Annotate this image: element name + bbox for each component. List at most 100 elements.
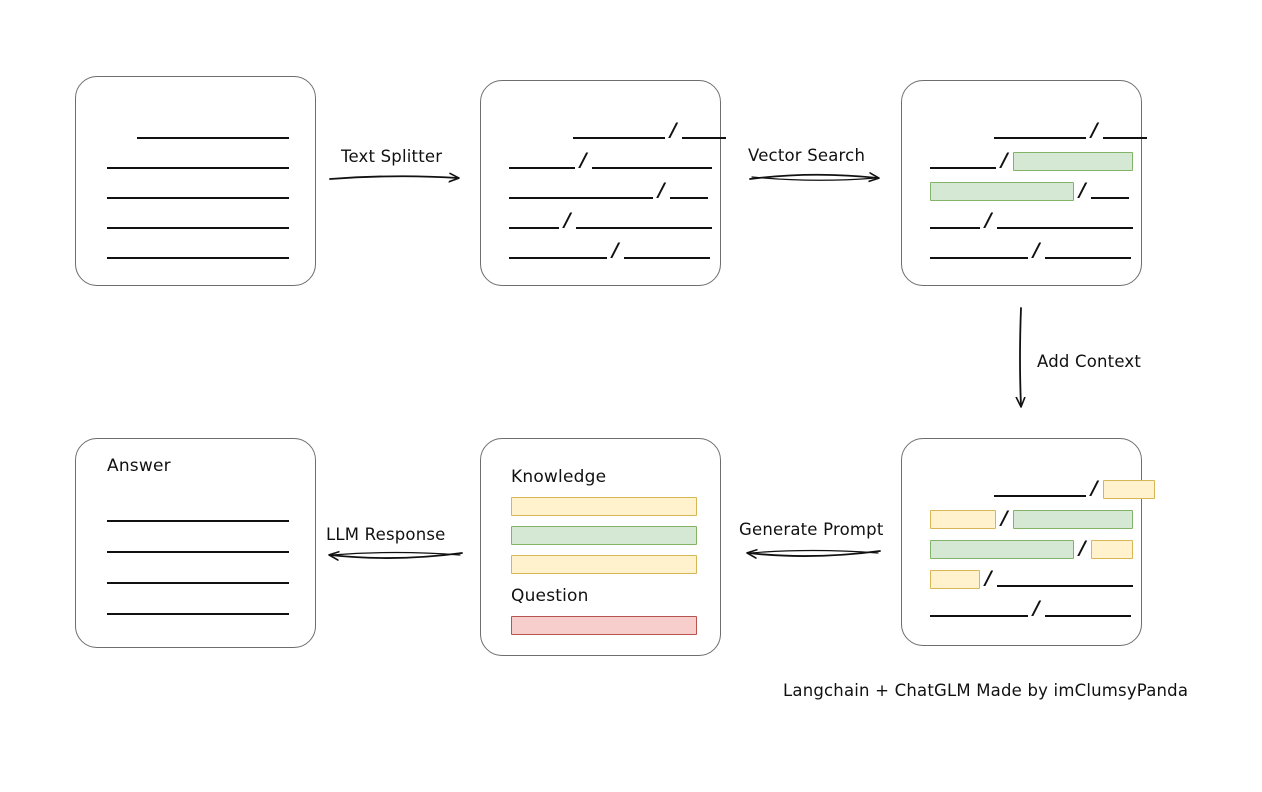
slash-separator: / bbox=[1033, 596, 1040, 619]
text-line-segment bbox=[107, 167, 289, 169]
arrow-llm-response bbox=[330, 553, 463, 559]
text-line-segment bbox=[107, 197, 289, 199]
text-line-segment bbox=[1102, 137, 1147, 139]
document-row bbox=[107, 151, 289, 171]
document-row: / bbox=[509, 210, 712, 231]
document-row bbox=[107, 597, 289, 617]
text-line-segment bbox=[107, 227, 289, 229]
text-line-segment bbox=[509, 257, 607, 259]
slash-separator: / bbox=[1001, 148, 1008, 171]
question-label: Question bbox=[511, 586, 589, 606]
arrow-add-context bbox=[1020, 307, 1021, 406]
prompt-bar-green bbox=[511, 526, 697, 545]
document-row: / bbox=[930, 148, 1133, 171]
slash-separator: / bbox=[985, 566, 992, 589]
arrow-label-vector-search: Vector Search bbox=[748, 146, 866, 165]
text-line-segment bbox=[994, 137, 1086, 139]
text-line-segment bbox=[137, 137, 289, 139]
text-line-segment bbox=[575, 227, 712, 229]
text-line-segment bbox=[509, 197, 653, 199]
matched-document-box[interactable]: / / / / / bbox=[901, 80, 1147, 286]
document-row bbox=[107, 535, 289, 555]
text-line-segment bbox=[1044, 257, 1131, 259]
document-row: / bbox=[930, 238, 1131, 261]
text-line-segment bbox=[681, 137, 726, 139]
prompt-bar-yellow bbox=[511, 497, 697, 516]
document-row: / bbox=[509, 238, 710, 261]
arrow-label-add-context: Add Context bbox=[1037, 352, 1142, 371]
arrow-vector-search bbox=[749, 175, 878, 181]
context-document-box[interactable]: / / / / / bbox=[901, 438, 1155, 646]
arrow-generate-prompt bbox=[748, 551, 881, 557]
document-row bbox=[107, 504, 289, 524]
document-row: / bbox=[573, 118, 726, 141]
slash-separator: / bbox=[985, 208, 992, 231]
text-line-segment bbox=[1090, 197, 1129, 199]
text-line-segment bbox=[1044, 615, 1131, 617]
text-line-segment bbox=[107, 520, 289, 522]
text-line-segment bbox=[930, 227, 980, 229]
split-document-box[interactable]: / / / / / bbox=[480, 80, 726, 286]
highlight-segment-green bbox=[1012, 151, 1133, 171]
slash-separator: / bbox=[1091, 118, 1098, 141]
document-row: / bbox=[994, 118, 1147, 141]
document-row bbox=[107, 241, 289, 261]
arrow-label-generate-prompt: Generate Prompt bbox=[739, 520, 884, 539]
document-row bbox=[107, 566, 289, 586]
answer-rows bbox=[76, 439, 315, 647]
source-document-rows bbox=[76, 77, 315, 285]
text-line-segment bbox=[930, 257, 1028, 259]
document-row: / bbox=[930, 536, 1133, 559]
document-row: / bbox=[930, 596, 1131, 619]
prompt-box[interactable]: Knowledge Question bbox=[480, 438, 721, 656]
slash-separator: / bbox=[580, 148, 587, 171]
highlight-segment-green bbox=[1012, 509, 1133, 529]
answer-box[interactable]: Answer bbox=[75, 438, 316, 648]
text-line-segment bbox=[509, 227, 559, 229]
slash-separator: / bbox=[612, 238, 619, 261]
prompt-bar-yellow bbox=[511, 555, 697, 574]
knowledge-label: Knowledge bbox=[511, 467, 607, 487]
slash-separator: / bbox=[1079, 536, 1086, 559]
document-row bbox=[107, 181, 289, 201]
text-line-segment bbox=[994, 495, 1086, 497]
split-document-rows: / / / / / bbox=[481, 81, 726, 285]
document-row: / bbox=[930, 180, 1129, 201]
question-bars bbox=[481, 439, 720, 655]
source-document-box[interactable] bbox=[75, 76, 316, 286]
text-line-segment bbox=[996, 227, 1133, 229]
slash-separator: / bbox=[670, 118, 677, 141]
document-row bbox=[107, 211, 289, 231]
document-row: / bbox=[930, 566, 1133, 589]
text-line-segment bbox=[107, 613, 289, 615]
highlight-segment-yellow bbox=[930, 569, 980, 589]
knowledge-bars bbox=[481, 439, 720, 655]
arrow-text-splitter bbox=[329, 176, 458, 179]
document-row: / bbox=[509, 180, 708, 201]
arrow-label-llm-response: LLM Response bbox=[326, 525, 446, 544]
answer-label: Answer bbox=[107, 456, 171, 476]
context-document-rows: / / / / / bbox=[902, 439, 1155, 645]
text-line-segment bbox=[107, 257, 289, 259]
arrow-label-text-splitter: Text Splitter bbox=[341, 147, 443, 166]
highlight-segment-green bbox=[930, 181, 1074, 201]
matched-document-rows: / / / / / bbox=[902, 81, 1147, 285]
text-line-segment bbox=[930, 167, 996, 169]
highlight-segment-yellow bbox=[1090, 539, 1133, 559]
prompt-bar-red bbox=[511, 616, 697, 635]
highlight-segment-yellow bbox=[930, 509, 996, 529]
text-line-segment bbox=[509, 167, 575, 169]
footer-credit: Langchain + ChatGLM Made by imClumsyPand… bbox=[783, 681, 1189, 700]
text-line-segment bbox=[591, 167, 712, 169]
highlight-segment-yellow bbox=[1102, 479, 1155, 499]
document-row: / bbox=[509, 148, 712, 171]
slash-separator: / bbox=[1001, 506, 1008, 529]
text-line-segment bbox=[573, 137, 665, 139]
text-line-segment bbox=[107, 551, 289, 553]
text-line-segment bbox=[623, 257, 710, 259]
slash-separator: / bbox=[1033, 238, 1040, 261]
slash-separator: / bbox=[1091, 476, 1098, 499]
document-row: / bbox=[930, 208, 1133, 231]
document-row bbox=[137, 121, 289, 141]
